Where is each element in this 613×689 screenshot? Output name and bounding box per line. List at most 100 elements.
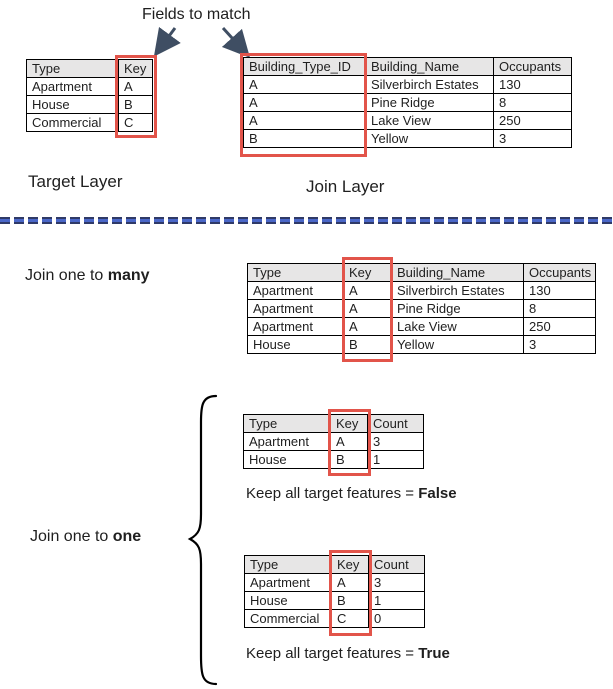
table-cell: 250 [523,317,596,336]
arrow-to-join-key-icon [221,26,251,58]
column-header: Building_Type_ID [243,57,366,76]
table-cell: Lake View [365,111,494,130]
column-header: Type [243,414,331,433]
table-cell: B [118,95,153,114]
table-cell: 3 [523,335,596,354]
table-cell: House [243,450,331,469]
keep-all-true-value: True [418,645,450,662]
table-cell: 3 [367,432,424,451]
column-header: Type [26,59,119,78]
table-cell: Yellow [365,129,494,148]
table-cell: 130 [493,75,572,94]
column-header: Key [118,59,153,78]
table-cell: Apartment [247,281,344,300]
table-cell: Apartment [247,299,344,318]
divider-stripe [0,219,613,222]
table-cell: A [243,75,366,94]
table-cell: A [343,281,392,300]
column-header: Type [247,263,344,282]
column-header: Count [367,414,424,433]
keep-all-false-prefix: Keep all target features = [246,485,419,502]
table-cell: Lake View [391,317,524,336]
table-cell: 130 [523,281,596,300]
table-cell: Commercial [26,113,119,132]
table-cell: 1 [368,591,425,610]
table-cell: Yellow [391,335,524,354]
join-one-to-one-emphasis: one [112,528,142,545]
column-header: Occupants [493,57,572,76]
table-cell: Apartment [26,77,119,96]
table-cell: A [331,573,369,592]
table-cell: House [244,591,332,610]
table-cell: 250 [493,111,572,130]
one-to-one-brace-icon [187,394,218,686]
join-layer-label: Join Layer [306,177,385,196]
column-header: Building_Name [391,263,524,282]
table-cell: 1 [367,450,424,469]
table-cell: C [331,609,369,628]
fields-to-match-arrows [153,26,251,58]
keep-all-true-prefix: Keep all target features = [246,645,419,662]
table-cell: Pine Ridge [391,299,524,318]
table-cell: Commercial [244,609,332,628]
join-one-to-many-emphasis: many [107,267,150,284]
column-header: Building_Name [365,57,494,76]
section-divider [0,217,613,224]
table-cell: House [247,335,344,354]
target-layer-label: Target Layer [28,172,123,191]
table-cell: Apartment [243,432,331,451]
table-cell: B [331,591,369,610]
table-cell: A [243,93,366,112]
table-cell: A [343,299,392,318]
column-header: Type [244,555,332,574]
table-cell: A [118,77,153,96]
keep-all-false-value: False [418,485,457,502]
table-cell: A [330,432,368,451]
join-one-to-many-prefix: Join one to [25,267,108,284]
table-cell: Silverbirch Estates [391,281,524,300]
table-cell: Pine Ridge [365,93,494,112]
join-one-to-one-label: Join one to one [30,528,141,546]
table-cell: 3 [368,573,425,592]
divider-stripe [0,222,613,224]
column-header: Key [343,263,392,282]
column-header: Count [368,555,425,574]
keep-all-false-caption: Keep all target features = False [246,485,457,502]
column-header: Key [330,414,368,433]
table-cell: 8 [493,93,572,112]
table-cell: House [26,95,119,114]
arrow-to-target-key-icon [153,26,181,57]
table-cell: B [343,335,392,354]
table-cell: Apartment [244,573,332,592]
table-cell: C [118,113,153,132]
column-header: Occupants [523,263,596,282]
join-one-to-one-prefix: Join one to [30,528,113,545]
table-cell: B [330,450,368,469]
